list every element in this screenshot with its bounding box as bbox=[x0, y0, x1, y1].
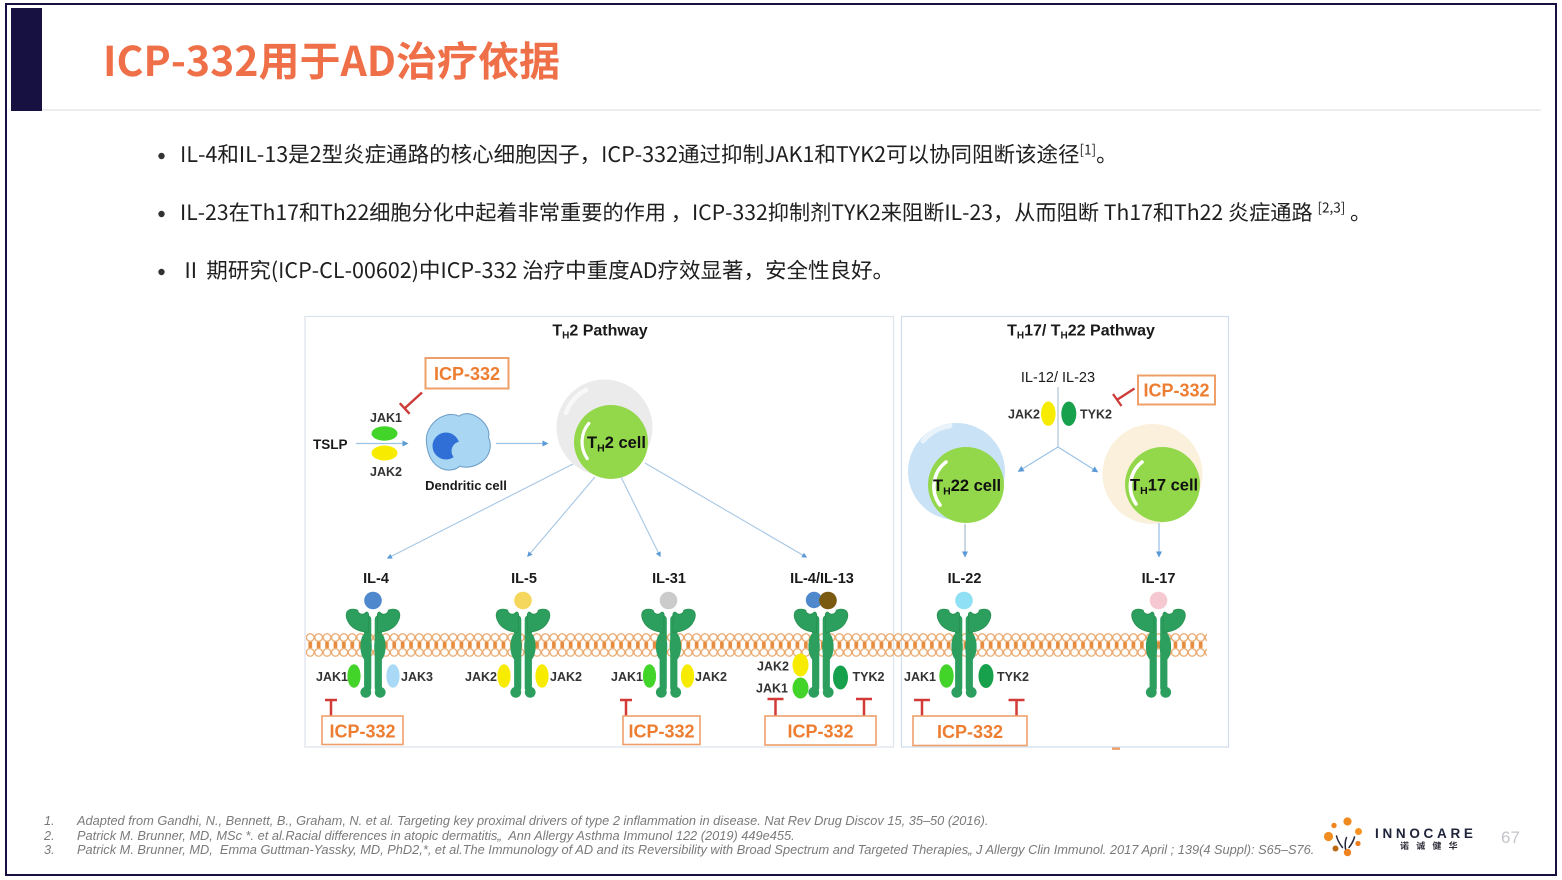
svg-text:TH2 cell: TH2 cell bbox=[587, 434, 646, 455]
svg-text:TH2 Pathway: TH2 Pathway bbox=[552, 323, 647, 342]
svg-text:Dendritic cell: Dendritic cell bbox=[425, 478, 507, 493]
svg-text:IL-22: IL-22 bbox=[948, 571, 982, 587]
svg-text:TSLP: TSLP bbox=[313, 437, 348, 452]
svg-text:IL-17: IL-17 bbox=[1142, 571, 1176, 587]
svg-text:JAK1: JAK1 bbox=[316, 670, 348, 684]
svg-text:TYK2: TYK2 bbox=[853, 670, 885, 684]
svg-text:JAK1: JAK1 bbox=[611, 670, 643, 684]
svg-text:JAK2: JAK2 bbox=[465, 670, 497, 684]
svg-text:TH22 cell: TH22 cell bbox=[933, 477, 1001, 498]
svg-text:JAK2: JAK2 bbox=[550, 670, 582, 684]
svg-text:ICP-332: ICP-332 bbox=[787, 722, 853, 742]
svg-text:JAK2: JAK2 bbox=[757, 660, 789, 674]
svg-text:JAK1: JAK1 bbox=[904, 670, 936, 684]
svg-text:JAK2: JAK2 bbox=[695, 670, 727, 684]
svg-text:ICP-332: ICP-332 bbox=[1143, 381, 1209, 401]
svg-text:TH17/ TH22 Pathway: TH17/ TH22 Pathway bbox=[1007, 323, 1155, 342]
svg-text:JAK3: JAK3 bbox=[401, 670, 433, 684]
svg-text:JAK2: JAK2 bbox=[1008, 408, 1040, 422]
svg-text:ICP-332: ICP-332 bbox=[329, 722, 395, 742]
svg-text:IL-4/IL-13: IL-4/IL-13 bbox=[790, 571, 854, 587]
svg-text:IL-4: IL-4 bbox=[363, 571, 389, 587]
svg-text:ICP-332: ICP-332 bbox=[434, 364, 500, 384]
svg-text:ICP-332: ICP-332 bbox=[628, 722, 694, 742]
svg-text:IL-5: IL-5 bbox=[511, 571, 537, 587]
svg-text:ICP-332: ICP-332 bbox=[937, 722, 1003, 742]
svg-text:IL-12/ IL-23: IL-12/ IL-23 bbox=[1021, 370, 1095, 386]
svg-text:TH17 cell: TH17 cell bbox=[1130, 477, 1198, 498]
svg-text:JAK2: JAK2 bbox=[370, 465, 402, 479]
svg-text:JAK1: JAK1 bbox=[370, 411, 402, 425]
svg-text:TYK2: TYK2 bbox=[997, 670, 1029, 684]
svg-text:IL-31: IL-31 bbox=[652, 571, 686, 587]
svg-text:TYK2: TYK2 bbox=[1080, 408, 1112, 422]
svg-text:JAK1: JAK1 bbox=[756, 682, 788, 696]
